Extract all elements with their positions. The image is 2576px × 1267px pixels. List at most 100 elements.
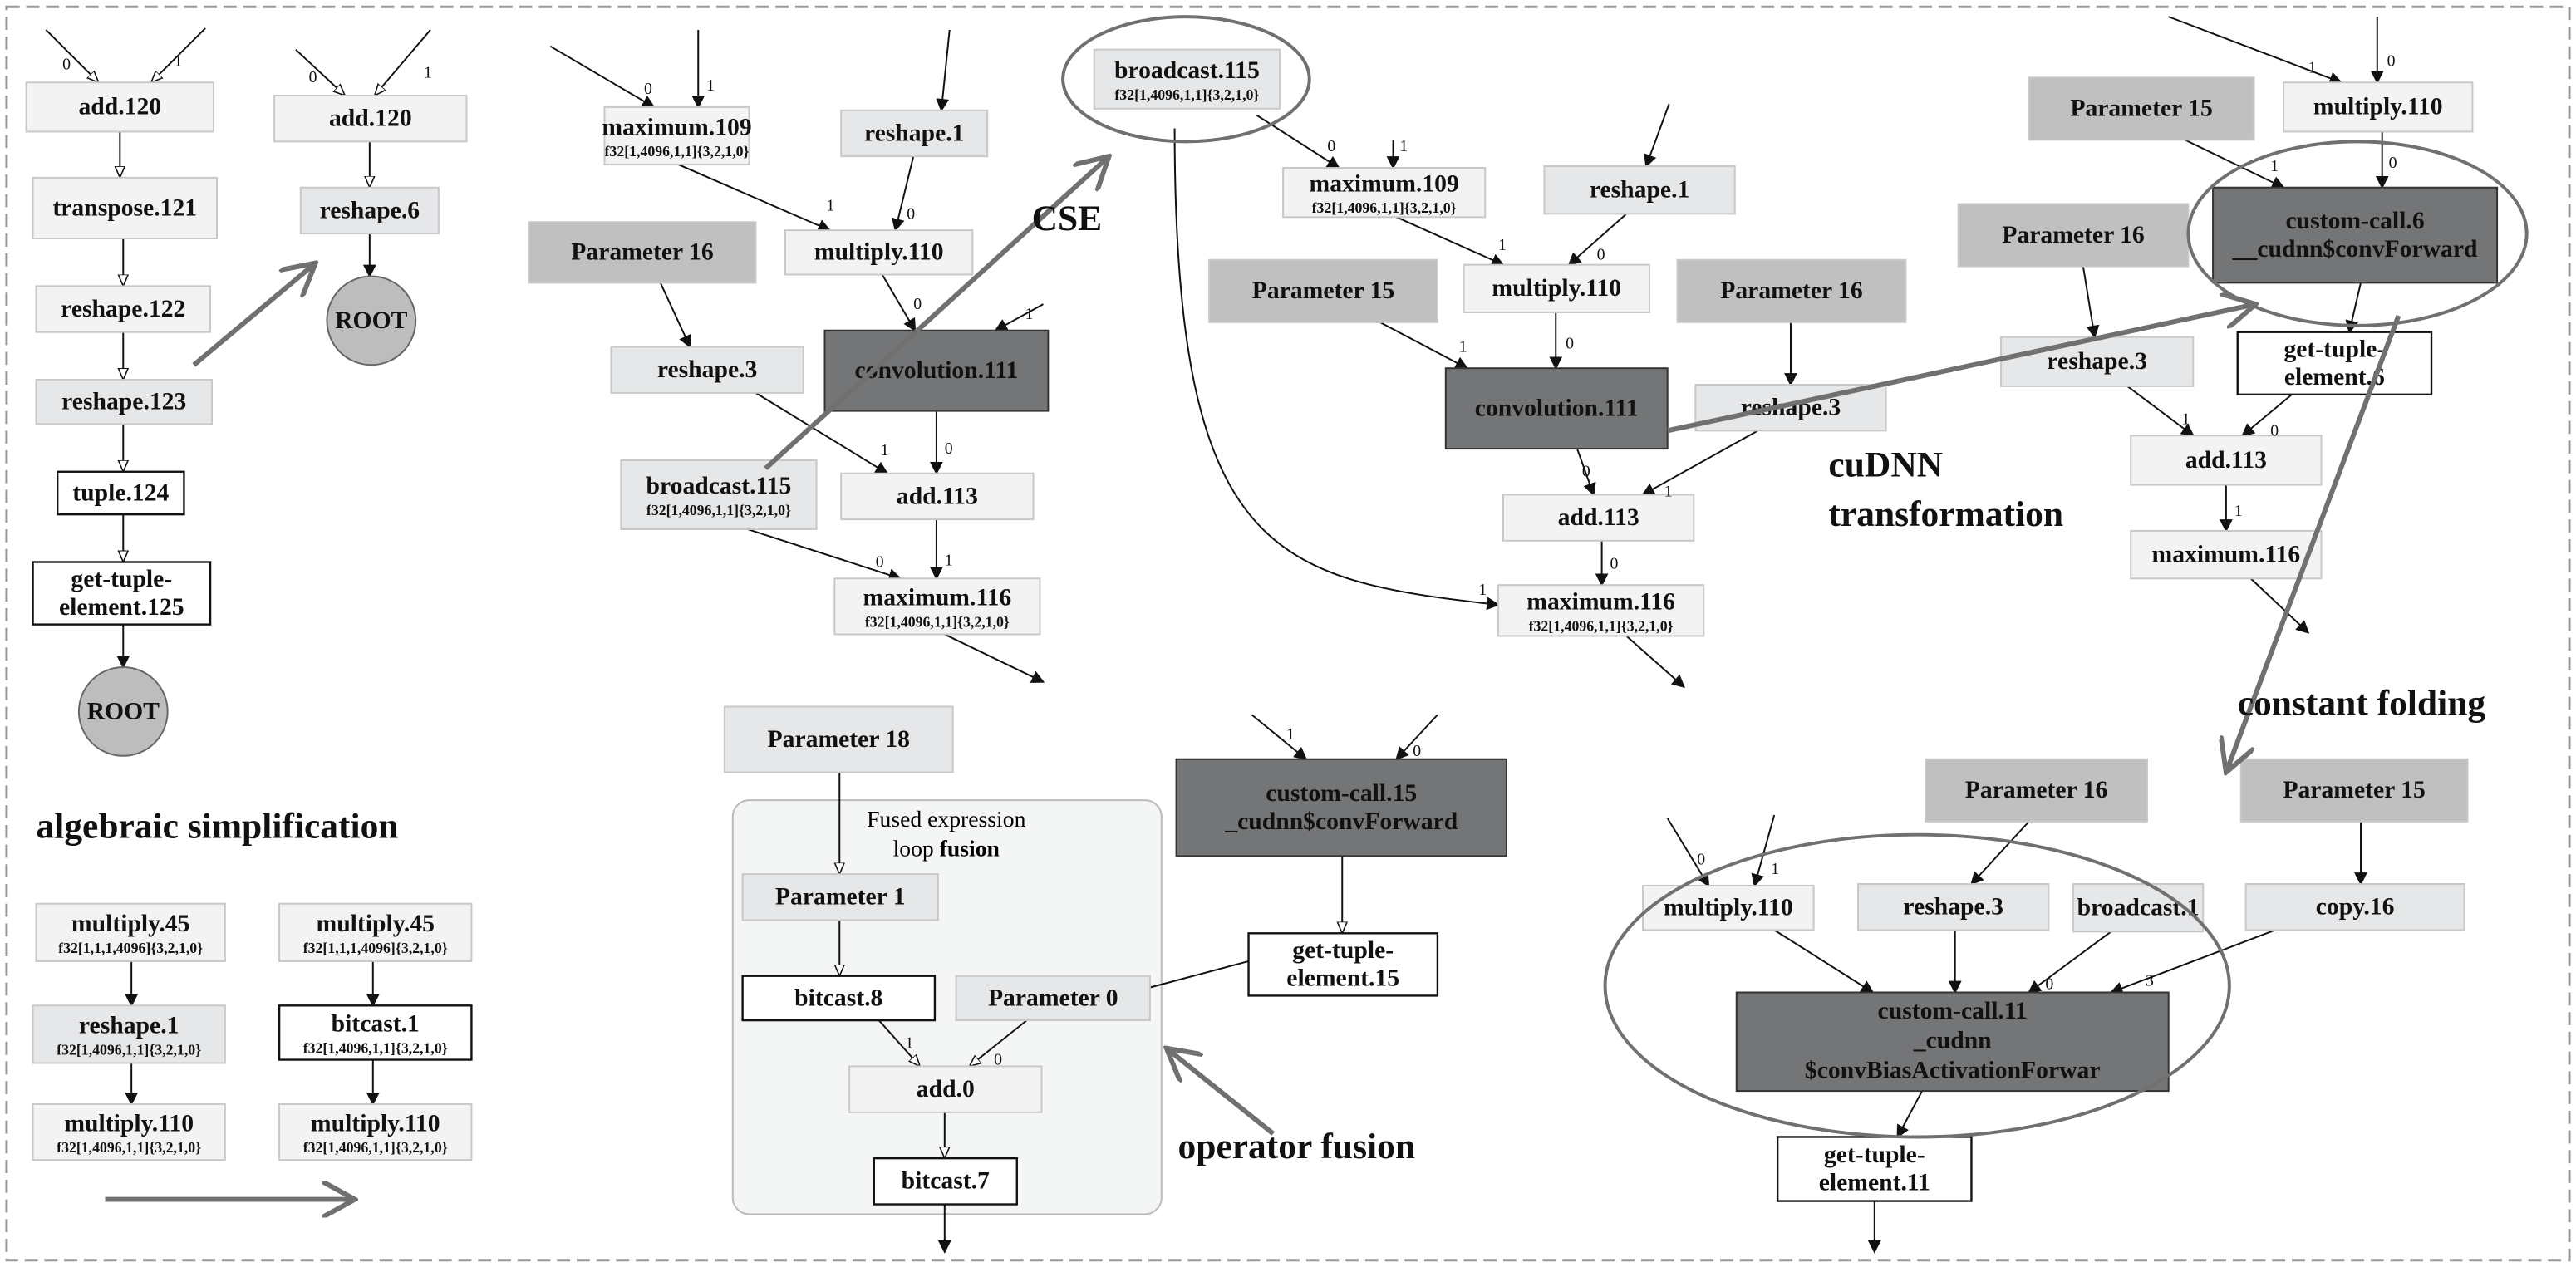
node-label: Parameter 15 [1252,277,1394,304]
node-g-copy16[interactable]: copy.16 [2244,883,2465,931]
node-c-mul110[interactable]: multiply.110 [784,229,974,276]
node-c-reshape1[interactable]: reshape.1 [840,109,989,158]
node-f-cc15[interactable]: custom-call.15_cudnn$convForward [1175,758,1507,857]
node-label: Parameter 16 [1965,777,2107,803]
node-g-reshape3[interactable]: reshape.3 [1857,883,2050,931]
node-a-gte125[interactable]: get-tuple-element.125 [32,561,212,626]
node-box [2239,758,2469,823]
node-d-conv111[interactable]: convolution.111 [1444,367,1669,450]
edge-operand-label: 1 [1664,482,1673,500]
node-e-add113[interactable]: add.113 [2130,435,2323,486]
node-label: multiply.110 [311,1110,440,1137]
edge-operand-label: 1 [1459,337,1467,356]
edge-operand-label: 1 [1399,137,1408,155]
node-a-transpose121[interactable]: transpose.121 [32,176,218,240]
node-d-mul110[interactable]: multiply.110 [1463,263,1650,313]
node-d-param15[interactable]: Parameter 15 [1208,258,1438,323]
node-c-add113[interactable]: add.113 [840,472,1035,521]
node-c-param16[interactable]: Parameter 16 [528,221,757,284]
edge-operand-label: 1 [1478,581,1487,599]
node-f-gte15[interactable]: get-tuple-element.15 [1247,932,1439,997]
node-shape-label: f32[1,4096,1,1]{3,2,1,0} [57,1041,201,1058]
node-a-add120b[interactable]: add.120 [273,95,468,143]
label-constant-folding: constant folding [2238,683,2486,723]
node-box [35,379,214,425]
label-cse: CSE [1032,199,1103,238]
cse-highlight-ellipse [1061,15,1311,144]
node-f-param1[interactable]: Parameter 1 [741,873,939,921]
graph-edge [2028,931,2112,994]
node-e-max116[interactable]: maximum.116 [2130,529,2323,580]
node-f-bitcast7[interactable]: bitcast.7 [873,1157,1018,1206]
node-box [2072,883,2205,933]
node-g-param15[interactable]: Parameter 15 [2239,758,2469,823]
node-label: bitcast.7 [902,1168,990,1195]
node-d-reshape1[interactable]: reshape.1 [1543,165,1736,215]
node-box [784,229,974,276]
graph-edge [1666,818,1710,887]
graph-edge [2185,139,2285,189]
node-label: _cudnn [1913,1028,1992,1054]
node-a-add120[interactable]: add.120 [25,81,215,133]
node-a-root1[interactable]: ROOT [77,666,169,757]
node-a-tuple124[interactable]: tuple.124 [57,470,185,516]
node-label: add.120 [329,106,412,132]
node-a-reshape122[interactable]: reshape.122 [35,285,212,333]
node-g-gte11[interactable]: get-tuple-element.11 [1776,1136,1973,1202]
node-c-conv111[interactable]: convolution.111 [823,329,1050,412]
node-label: _cudnn$convForward [1224,808,1458,835]
node-a-root2[interactable]: ROOT [326,275,417,366]
node-d-param16[interactable]: Parameter 16 [1676,258,1907,323]
node-d-add113[interactable]: add.113 [1502,494,1695,542]
node-label: reshape.1 [1590,177,1690,204]
node-label: maximum.116 [2152,541,2301,567]
node-label: get-tuple- [71,566,172,592]
graph-edge [747,528,902,582]
node-e-param15[interactable]: Parameter 15 [2028,76,2255,141]
node-a-reshape6[interactable]: reshape.6 [299,186,440,235]
graph-edge [2109,929,2276,994]
node-c-reshape3[interactable]: reshape.3 [610,346,804,394]
node-g-cc11[interactable]: custom-call.11_cudnn$convBiasActivationF… [1735,991,2170,1093]
node-label: broadcast.1 [2077,895,2200,921]
node-label: multiply.110 [1492,275,1621,302]
node-e-param16[interactable]: Parameter 16 [1957,203,2190,268]
node-f-bitcast8[interactable]: bitcast.8 [741,975,937,1022]
node-label: reshape.122 [61,296,185,322]
node-f-add0[interactable]: add.0 [848,1065,1043,1113]
node-g-bcast1[interactable]: broadcast.1 [2072,883,2205,933]
node-e-cc6[interactable]: custom-call.6__cudnn$convForward [2212,186,2499,284]
edge-operand-label: 1 [2234,502,2243,520]
graph-edge [1641,430,1758,496]
graph-edge [1625,635,1685,689]
node-e-mul110[interactable]: multiply.110 [2283,81,2474,133]
graph-edge [892,155,915,233]
node-g-param16[interactable]: Parameter 16 [1925,758,2148,823]
fused-title: Fused expression [867,806,1025,832]
edge-operand-label: 0 [2389,154,2397,172]
node-box [955,975,1151,1022]
graph-edge [295,48,345,96]
node-box [25,81,215,133]
node-f-param18[interactable]: Parameter 18 [723,705,954,773]
node-e-gte6[interactable]: get-tuple-element.6 [2236,331,2433,396]
node-f-param0[interactable]: Parameter 0 [955,975,1151,1022]
node-a-reshape123[interactable]: reshape.123 [35,379,214,425]
node-g-mul110[interactable]: multiply.110 [1642,884,1815,931]
node-box [2244,883,2465,931]
node-e-reshape3[interactable]: reshape.3 [2000,336,2195,387]
node-label: reshape.3 [2047,348,2147,375]
node-label: custom-call.11 [1878,998,2028,1024]
